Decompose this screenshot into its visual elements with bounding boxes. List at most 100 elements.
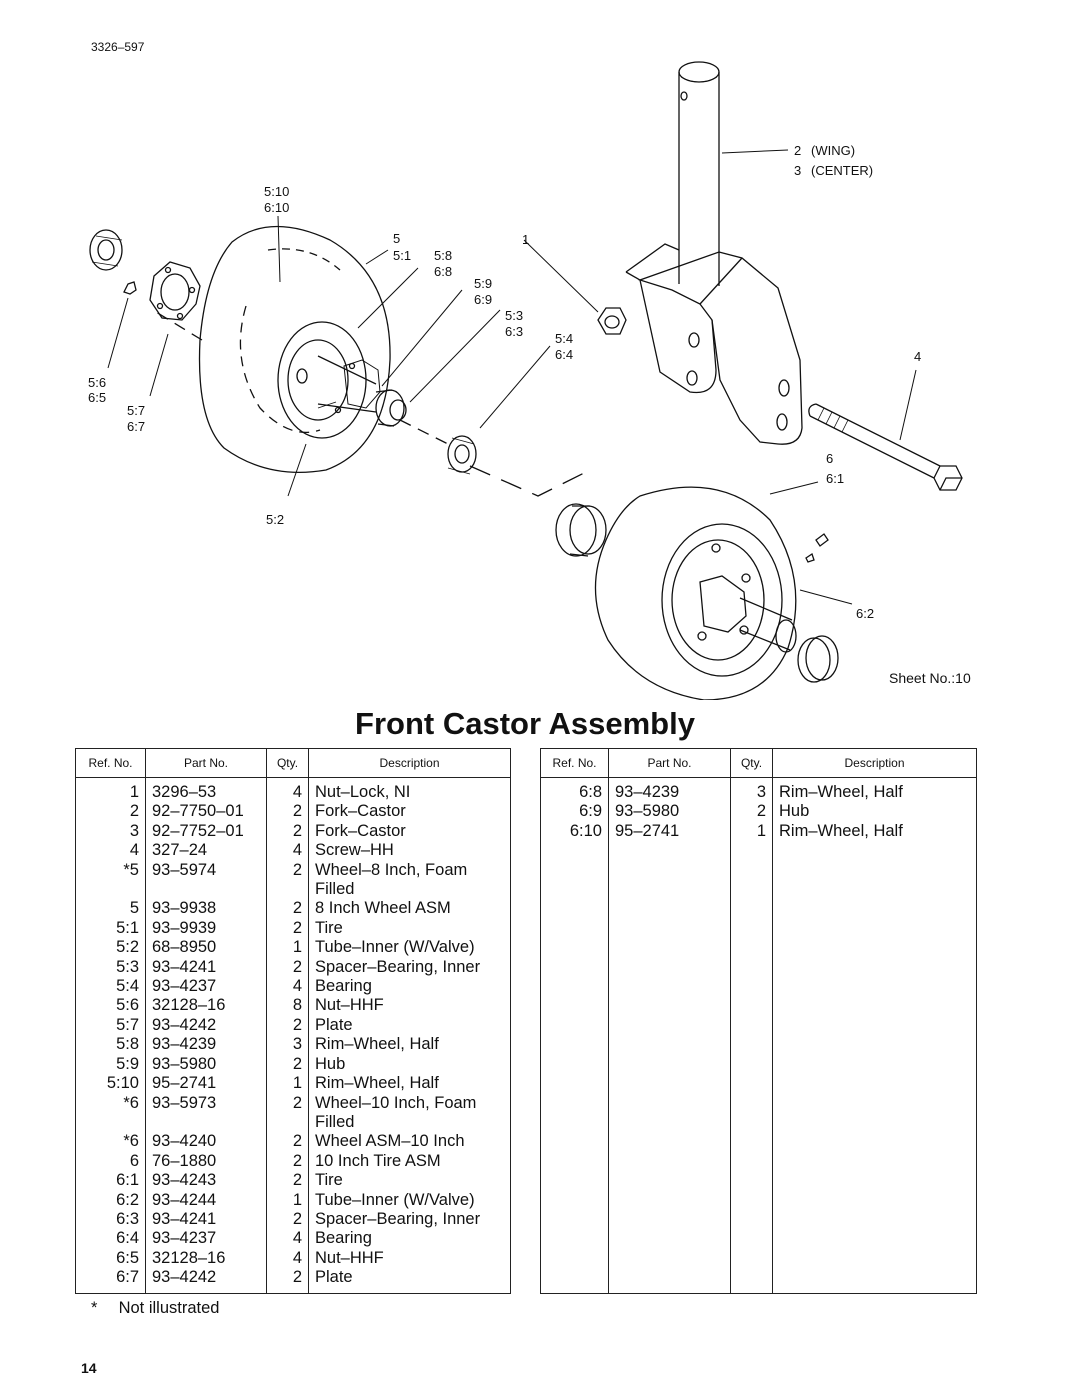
callout-labels: 5:10 6:10 5 5:1 5:8 6:8 5:9 6:9 5:3 6:3 … — [88, 143, 921, 621]
callout: 5:4 — [555, 331, 573, 346]
table-row-empty — [540, 1074, 977, 1094]
empty-cell — [772, 1074, 977, 1094]
part-cell: 93–9938 — [145, 899, 267, 919]
empty-cell — [540, 841, 609, 861]
part-cell: 93–4239 — [145, 1035, 267, 1055]
qty-cell: 2 — [266, 1171, 309, 1191]
ref-cell — [75, 1112, 146, 1133]
empty-cell — [540, 1171, 609, 1191]
table-row-empty — [540, 1151, 977, 1172]
callout: 5:9 — [474, 276, 492, 291]
exploded-parts-diagram: 5:10 6:10 5 5:1 5:8 6:8 5:9 6:9 5:3 6:3 … — [88, 61, 963, 700]
empty-cell — [608, 957, 731, 978]
part-cell: 93–4241 — [145, 1209, 267, 1230]
callout: 6 — [826, 451, 833, 466]
document-number: 3326–597 — [91, 40, 145, 54]
ref-cell — [75, 880, 146, 900]
description-cell: 10 Inch Tire ASM — [308, 1151, 511, 1172]
description-cell: Bearing — [308, 1229, 511, 1249]
empty-cell — [608, 1035, 731, 1055]
empty-cell — [772, 1132, 977, 1152]
description-cell: Wheel–8 Inch, Foam — [308, 860, 511, 881]
empty-cell — [608, 938, 731, 958]
ref-cell: 5:3 — [75, 957, 146, 978]
header-ref-no: Ref. No. — [540, 748, 609, 778]
empty-cell — [608, 1248, 731, 1269]
empty-cell — [608, 1074, 731, 1094]
empty-cell — [608, 860, 731, 881]
empty-cell — [730, 977, 773, 997]
description-cell: Rim–Wheel, Half — [772, 777, 977, 803]
description-cell: Fork–Castor — [308, 821, 511, 842]
callout: 4 — [914, 349, 921, 364]
empty-cell — [540, 1132, 609, 1152]
callout: 6:2 — [856, 606, 874, 621]
empty-cell — [608, 977, 731, 997]
table-row-empty — [540, 938, 977, 958]
part-cell: 93–4242 — [145, 1268, 267, 1294]
empty-cell — [608, 880, 731, 900]
ref-cell: 5:6 — [75, 996, 146, 1016]
callout: 6:9 — [474, 292, 492, 307]
table-row-empty — [540, 1171, 977, 1191]
callout: 5:2 — [266, 512, 284, 527]
callout: (CENTER) — [811, 163, 873, 178]
ref-cell: 5:8 — [75, 1035, 146, 1055]
qty-cell: 1 — [266, 938, 309, 958]
table-row: Filled — [75, 880, 511, 900]
part-cell: 95–2741 — [608, 821, 731, 842]
description-cell: Fork–Castor — [308, 802, 511, 822]
table-row-empty — [540, 1035, 977, 1055]
qty-cell: 2 — [266, 821, 309, 842]
empty-cell — [730, 841, 773, 861]
empty-cell — [540, 1093, 609, 1113]
part-cell: 93–4240 — [145, 1132, 267, 1152]
empty-cell — [730, 1209, 773, 1230]
description-cell: Bearing — [308, 977, 511, 997]
table-row-empty — [540, 1190, 977, 1210]
empty-cell — [772, 899, 977, 919]
part-cell: 93–5980 — [145, 1054, 267, 1075]
empty-cell — [540, 1229, 609, 1249]
callout: 6:3 — [505, 324, 523, 339]
empty-cell — [772, 977, 977, 997]
empty-cell — [608, 996, 731, 1016]
ref-cell: 5:10 — [75, 1074, 146, 1094]
leader-lines — [107, 149, 917, 605]
description-cell: Nut–HHF — [308, 1248, 511, 1269]
empty-cell — [540, 1112, 609, 1133]
description-cell: Filled — [308, 1112, 511, 1133]
table-row-empty — [540, 977, 977, 997]
ref-cell: 6:5 — [75, 1248, 146, 1269]
empty-cell — [608, 841, 731, 861]
empty-cell — [540, 1151, 609, 1172]
ref-cell: *6 — [75, 1093, 146, 1113]
part-cell — [145, 880, 267, 900]
table-row-empty — [540, 1268, 977, 1294]
callout: 5 — [393, 231, 400, 246]
wheel-10-inch — [555, 486, 839, 700]
callout: 2 — [794, 143, 801, 158]
empty-cell — [540, 1015, 609, 1036]
qty-cell: 2 — [266, 918, 309, 939]
description-cell: Rim–Wheel, Half — [772, 821, 977, 842]
table-row-empty — [540, 1132, 977, 1152]
empty-cell — [772, 860, 977, 881]
empty-cell — [730, 1268, 773, 1294]
empty-cell — [608, 1112, 731, 1133]
empty-cell — [772, 1190, 977, 1210]
callout: 5:7 — [127, 403, 145, 418]
